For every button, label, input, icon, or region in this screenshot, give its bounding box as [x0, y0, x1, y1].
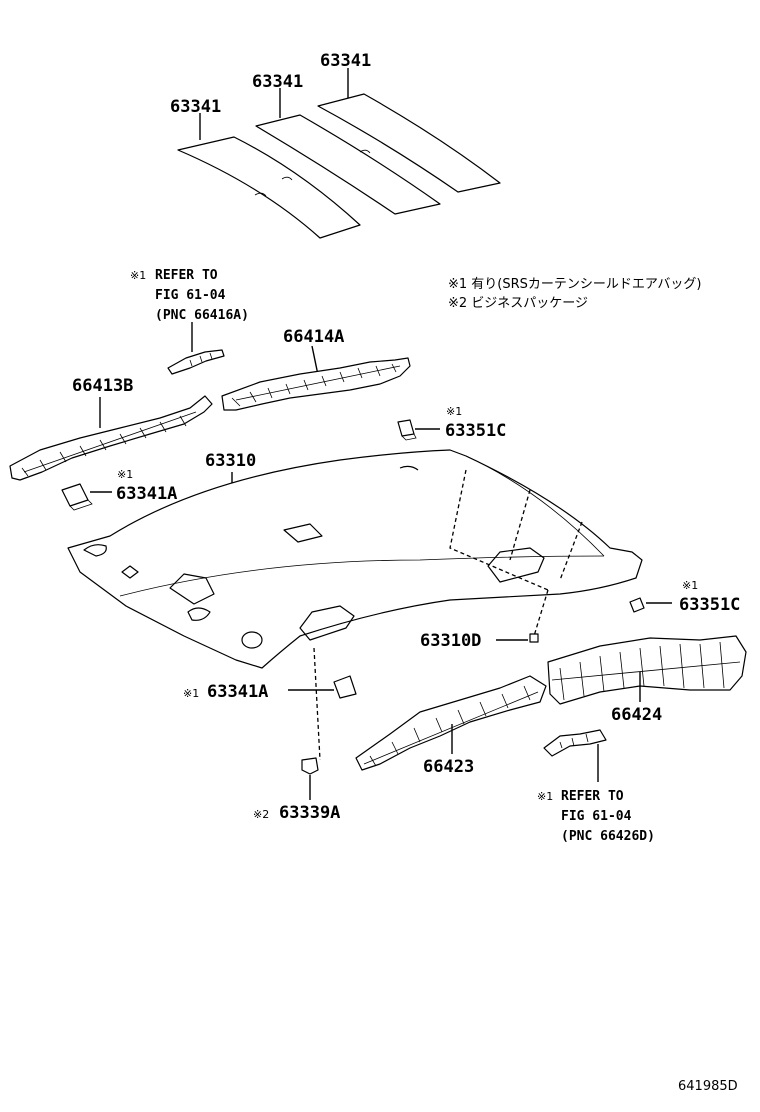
part-number-66424: 66424 [611, 705, 662, 725]
part-number-63351c-top: 63351C [445, 421, 506, 441]
clip-63351c-right [629, 597, 645, 613]
mark-63341a-bottom: ※1 [183, 687, 199, 700]
figure-code: 641985D [678, 1079, 738, 1094]
part-number-63339a: 63339A [279, 803, 340, 823]
pad-63341a-bottom [333, 675, 357, 699]
part-number-63341-front: 63341 [170, 97, 221, 117]
bracket-66413b [9, 395, 213, 481]
silencer-pad-middle [255, 114, 441, 215]
curtain-airbag-bracket-left [167, 349, 225, 375]
roof-headliner-63310 [67, 449, 643, 669]
part-number-63341a-top: 63341A [116, 484, 177, 504]
mark-63351c-top: ※1 [446, 405, 462, 418]
note-left-mark: ※1 [130, 269, 146, 282]
legend-line-1: ※1 有り(SRSカーテンシールドエアバッグ) [448, 277, 701, 292]
part-number-66413b: 66413B [72, 376, 133, 396]
part-number-63310: 63310 [205, 451, 256, 471]
silencer-pad-front [177, 136, 361, 239]
hook-63339a [301, 757, 319, 775]
bracket-66423 [355, 675, 547, 771]
note-left-line1: REFER TO [155, 268, 218, 283]
part-number-63341a-bottom: 63341A [207, 682, 268, 702]
note-right-mark: ※1 [537, 790, 553, 803]
pad-63341a-top [61, 483, 93, 511]
mark-63351c-right: ※1 [682, 579, 698, 592]
part-number-63341-middle: 63341 [252, 72, 303, 92]
note-right-line3: (PNC 66426D) [561, 829, 655, 844]
bracket-66424 [547, 635, 747, 705]
note-right-line1: REFER TO [561, 789, 624, 804]
silencer-pad-rear [317, 93, 501, 193]
note-left-line3: (PNC 66416A) [155, 308, 249, 323]
bracket-66414a [221, 357, 411, 411]
part-number-63351c-right: 63351C [679, 595, 740, 615]
clip-63310d [529, 633, 539, 643]
legend-line-2: ※2 ビジネスパッケージ [448, 296, 588, 311]
part-number-63310d: 63310D [420, 631, 481, 651]
mark-63339a: ※2 [253, 808, 269, 821]
clip-63351c-top [397, 419, 417, 441]
part-number-66414a: 66414A [283, 327, 344, 347]
note-right-line2: FIG 61-04 [561, 809, 632, 824]
mark-63341a-top: ※1 [117, 468, 133, 481]
curtain-airbag-bracket-right [543, 729, 607, 757]
note-left-line2: FIG 61-04 [155, 288, 226, 303]
part-number-63341-rear: 63341 [320, 51, 371, 71]
part-number-66423: 66423 [423, 757, 474, 777]
